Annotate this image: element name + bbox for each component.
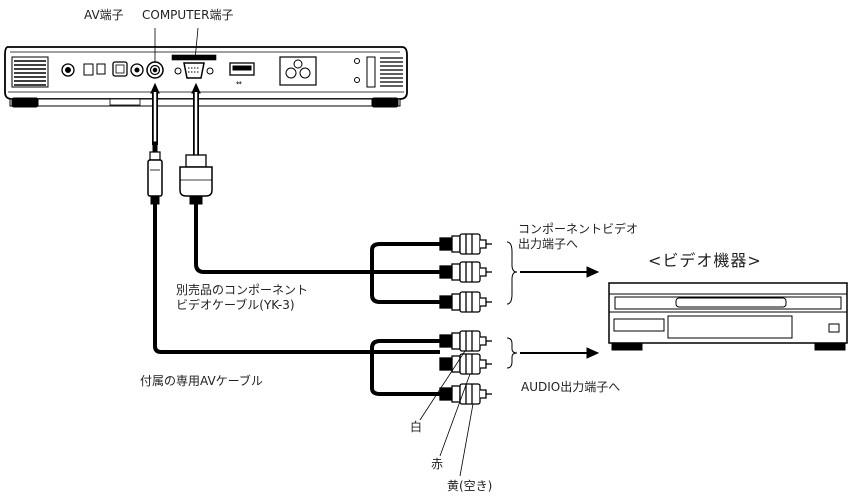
computer-port — [171, 54, 217, 79]
yellow-plug-leader — [459, 403, 474, 477]
computer-port-leader — [194, 27, 199, 61]
red-plug-leader — [439, 373, 471, 457]
video-device — [608, 282, 848, 351]
projector-foot-left — [11, 97, 39, 108]
av-cable-label: 付属の専用AVケーブル — [140, 374, 263, 388]
component-rca-plugs — [439, 233, 492, 313]
component-output-arrow — [520, 266, 600, 278]
av-rca-plugs — [439, 330, 492, 405]
rca-plug-red — [439, 353, 492, 375]
audio-port — [279, 56, 317, 86]
computer-port-label: COMPUTER端子 — [142, 8, 234, 22]
video-device-title: <ビデオ機器> — [648, 251, 762, 270]
component-cable-line — [194, 204, 440, 304]
vent-grille-right — [380, 57, 403, 87]
av-port — [146, 61, 164, 79]
av-cable-line — [153, 204, 440, 396]
audio-output-arrow — [520, 347, 600, 359]
rca-plug-white — [439, 330, 492, 352]
component-cable-label-line1: 別売品のコンポーネント — [176, 283, 309, 297]
rca-plug-component-1 — [439, 233, 492, 255]
av-port-label: AV端子 — [84, 8, 124, 22]
component-output-label-line2: 出力端子へ — [518, 237, 579, 251]
rca-plug-component-3 — [439, 291, 492, 313]
projector-foot-right — [371, 97, 399, 108]
component-brace — [506, 241, 518, 305]
component-output-label-line1: コンポーネントビデオ — [518, 222, 639, 236]
usb-a-port: ⇔ — [229, 62, 255, 87]
vent-grille-left — [11, 56, 49, 88]
projector: ⇔ — [4, 46, 408, 108]
rca-plug-component-2 — [439, 261, 492, 283]
red-plug-label: 赤 — [431, 457, 444, 471]
audio-output-label: AUDIO出力端子へ — [521, 380, 621, 394]
component-cable-label-line2: ビデオケーブル(YK-3) — [176, 298, 295, 312]
component-dsub-plug — [179, 154, 213, 205]
yellow-plug-label: 黄(空き) — [447, 479, 493, 493]
white-plug-leader — [419, 350, 466, 421]
rca-plug-yellow — [439, 383, 492, 405]
white-plug-label: 白 — [410, 420, 423, 434]
av-brace — [506, 337, 518, 369]
av-mini-plug — [147, 141, 163, 205]
svg-text:⇔: ⇔ — [236, 79, 242, 87]
